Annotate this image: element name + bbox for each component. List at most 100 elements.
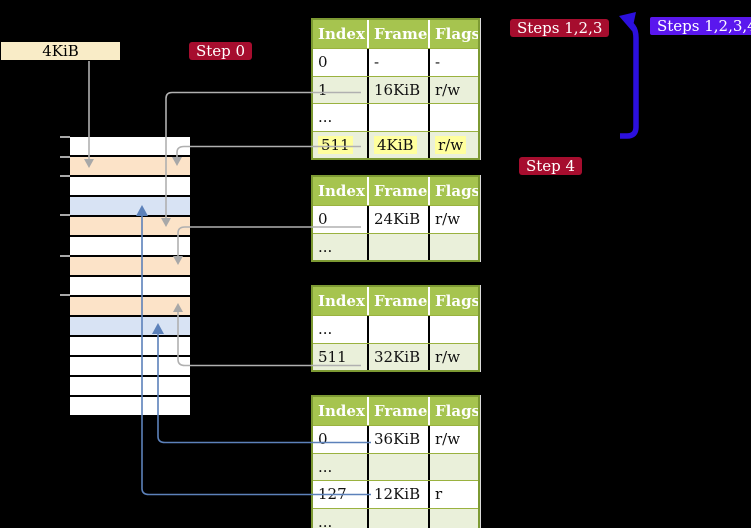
highlighted-value: 4KiB xyxy=(374,135,417,154)
table-cell: r/w xyxy=(430,132,478,159)
column-header: Index xyxy=(313,397,369,425)
column-header: Flags xyxy=(435,182,478,200)
table-cell: 12KiB xyxy=(369,481,430,508)
table-row: ... xyxy=(313,452,478,481)
memory-frame-row xyxy=(70,297,190,315)
column-header: Index xyxy=(313,177,369,205)
steps-1234-label: Steps 1,2,3,4 xyxy=(650,17,751,35)
table-cell: 24KiB xyxy=(369,206,430,233)
axis-tick xyxy=(60,294,70,296)
page-size-label: 4KiB xyxy=(1,42,120,60)
highlighted-value: 511 xyxy=(318,135,353,154)
table-cell: 0 xyxy=(313,426,369,453)
table-cell: 511 xyxy=(313,131,369,159)
table-cell: r xyxy=(435,485,443,504)
table-cell: r/w xyxy=(435,80,461,99)
table-cell xyxy=(430,234,478,261)
axis-tick xyxy=(60,156,70,158)
memory-frame-row xyxy=(70,317,190,335)
memory-frame-row xyxy=(70,257,190,275)
axis-tick xyxy=(60,214,70,216)
table-row: ... xyxy=(313,232,478,261)
table-cell xyxy=(369,453,430,481)
memory-frame-row xyxy=(70,177,190,195)
table-cell: 32KiB xyxy=(369,343,430,371)
table-cell: ... xyxy=(313,233,369,261)
table-cell: ... xyxy=(313,104,369,131)
steps-123-label: Steps 1,2,3 xyxy=(510,19,610,37)
table-cell: 0 xyxy=(313,49,369,76)
table-cell: 4KiB xyxy=(369,131,430,159)
table-cell: 1 xyxy=(313,76,369,104)
axis-tick xyxy=(60,175,70,177)
column-header: Frame xyxy=(369,20,430,48)
table-row: 511 4KiB r/w xyxy=(313,130,478,159)
table-row: ... xyxy=(313,103,478,131)
steps-loop-arrow-shaft xyxy=(620,20,639,139)
table-cell: ... xyxy=(313,453,369,481)
memory-frame-row xyxy=(70,357,190,375)
step-0-label: Step 0 xyxy=(189,42,253,60)
memory-frame-row xyxy=(70,217,190,235)
table-cell: - xyxy=(369,49,430,76)
table-cell xyxy=(369,233,430,261)
table-cell xyxy=(430,316,478,343)
memory-frame-row xyxy=(70,277,190,295)
column-header: Index xyxy=(313,20,369,48)
memory-frame-row xyxy=(70,237,190,255)
table-cell xyxy=(369,508,430,528)
table-cell: ... xyxy=(313,508,369,528)
table-cell xyxy=(369,316,430,343)
table-cell: ... xyxy=(313,316,369,343)
table-row: 0-- xyxy=(313,48,478,76)
table-cell xyxy=(430,454,478,481)
physical-memory-column xyxy=(68,135,192,417)
memory-frame-row xyxy=(70,377,190,395)
memory-frame-row xyxy=(70,137,190,155)
column-header: Frame xyxy=(369,397,430,425)
table-cell xyxy=(430,509,478,528)
step-4-label: Step 4 xyxy=(519,157,583,175)
table-row: ... xyxy=(313,507,478,528)
table-cell xyxy=(369,104,430,131)
memory-frame-row xyxy=(70,197,190,215)
highlighted-value: r/w xyxy=(435,135,467,154)
arrowhead-upleft-icon xyxy=(619,12,636,31)
axis-tick xyxy=(60,255,70,257)
table-cell: 127 xyxy=(313,481,369,508)
column-header: Frame xyxy=(369,287,430,315)
table-cell: r/w xyxy=(435,347,461,366)
column-header: Flags xyxy=(435,402,478,420)
column-header: Index xyxy=(313,287,369,315)
steps-loop-arrow xyxy=(619,12,639,139)
table-row: ... xyxy=(313,315,478,343)
table-cell: 0 xyxy=(313,206,369,233)
axis-tick xyxy=(60,136,70,138)
table-cell: - xyxy=(435,53,441,71)
memory-frame-row xyxy=(70,157,190,175)
column-header: Flags xyxy=(435,25,478,43)
memory-frame-row xyxy=(70,397,190,415)
table-cell: 511 xyxy=(313,343,369,371)
table-cell xyxy=(430,104,478,131)
table-cell: r/w xyxy=(435,210,461,228)
table-cell: r/w xyxy=(435,430,461,448)
memory-frame-row xyxy=(70,337,190,355)
table-cell: 16KiB xyxy=(369,76,430,104)
table-cell: 36KiB xyxy=(369,426,430,453)
column-header: Frame xyxy=(369,177,430,205)
